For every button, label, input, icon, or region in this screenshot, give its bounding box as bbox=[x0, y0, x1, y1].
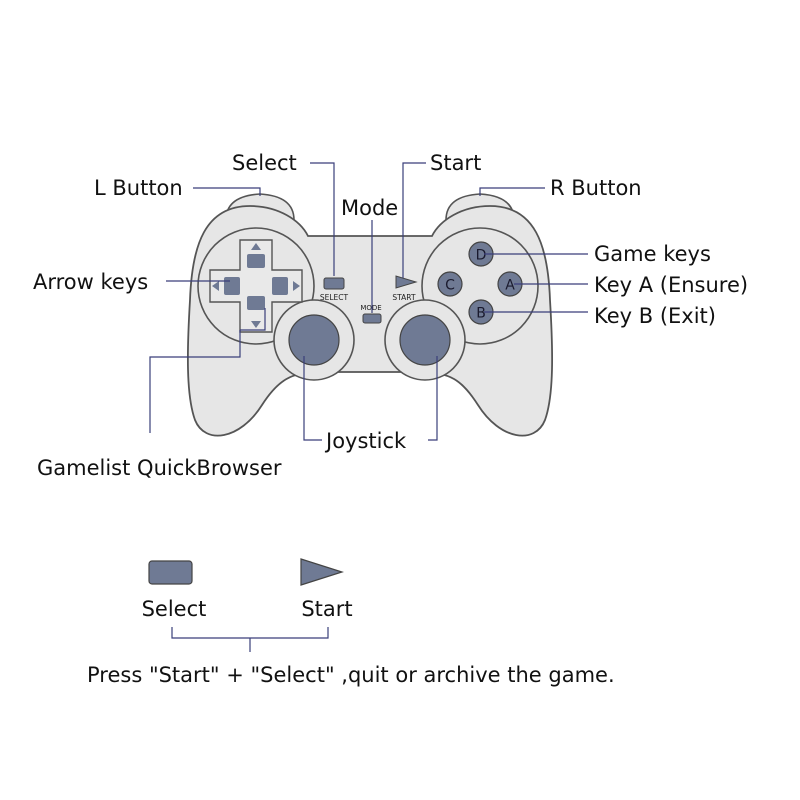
legend: Select Start Press "Start" + "Select" ,q… bbox=[87, 558, 615, 687]
mode-button-text: MODE bbox=[360, 304, 381, 312]
joystick-leader bbox=[303, 356, 438, 441]
key-b-label: B bbox=[476, 306, 486, 322]
select-button-text: SELECT bbox=[320, 293, 349, 302]
arrow-keys-label: Arrow keys bbox=[33, 270, 148, 294]
l-button-label: L Button bbox=[94, 176, 183, 200]
select-leader bbox=[310, 162, 335, 276]
start-label: Start bbox=[430, 151, 481, 175]
right-joystick[interactable] bbox=[399, 314, 451, 366]
dpad-up-arrow-icon bbox=[251, 243, 261, 250]
dpad-down-arrow-icon bbox=[251, 321, 261, 328]
mode-label: Mode bbox=[341, 196, 398, 220]
key-c-button[interactable]: C bbox=[437, 271, 463, 297]
r-button-label: R Button bbox=[550, 176, 642, 200]
joystick-label: Joystick bbox=[324, 429, 407, 453]
legend-select-icon bbox=[148, 560, 193, 585]
legend-bracket bbox=[171, 627, 329, 652]
key-c-label: C bbox=[445, 278, 455, 294]
dpad-left[interactable] bbox=[224, 277, 240, 295]
legend-start-icon bbox=[300, 558, 344, 586]
l-button-leader bbox=[193, 187, 261, 196]
instruction-text: Press "Start" + "Select" ,quit or archiv… bbox=[87, 663, 615, 687]
r-button-leader bbox=[479, 187, 545, 196]
dpad-right[interactable] bbox=[272, 277, 288, 295]
dpad-up[interactable] bbox=[247, 254, 265, 268]
dpad-right-arrow-icon bbox=[293, 281, 300, 291]
select-button[interactable] bbox=[323, 277, 345, 290]
key-a-label: A bbox=[505, 278, 515, 294]
dpad-left-arrow-icon bbox=[212, 281, 219, 291]
left-joystick[interactable] bbox=[288, 314, 340, 366]
start-button[interactable] bbox=[395, 275, 418, 289]
gamelist-label: Gamelist QuickBrowser bbox=[37, 456, 282, 480]
controller: D C A B SELECT START MODE bbox=[186, 193, 554, 437]
select-label: Select bbox=[232, 151, 297, 175]
start-leader bbox=[402, 162, 426, 278]
dpad-cross bbox=[209, 239, 303, 333]
dpad-down[interactable] bbox=[247, 296, 265, 310]
key-d-label: D bbox=[476, 248, 487, 264]
legend-select-label: Select bbox=[142, 597, 207, 621]
start-button-text: START bbox=[392, 293, 416, 302]
gamelist-leader bbox=[149, 330, 241, 433]
labels: Select Start L Button R Button Mode Game… bbox=[33, 151, 748, 480]
arrow-keys-leader-tick bbox=[240, 308, 266, 331]
key-b-label-text: Key B (Exit) bbox=[594, 304, 716, 328]
legend-start-label: Start bbox=[301, 597, 352, 621]
game-keys-label: Game keys bbox=[594, 242, 711, 266]
mode-button[interactable] bbox=[362, 313, 382, 324]
key-a-label-text: Key A (Ensure) bbox=[594, 273, 748, 297]
leader-lines bbox=[149, 162, 588, 441]
